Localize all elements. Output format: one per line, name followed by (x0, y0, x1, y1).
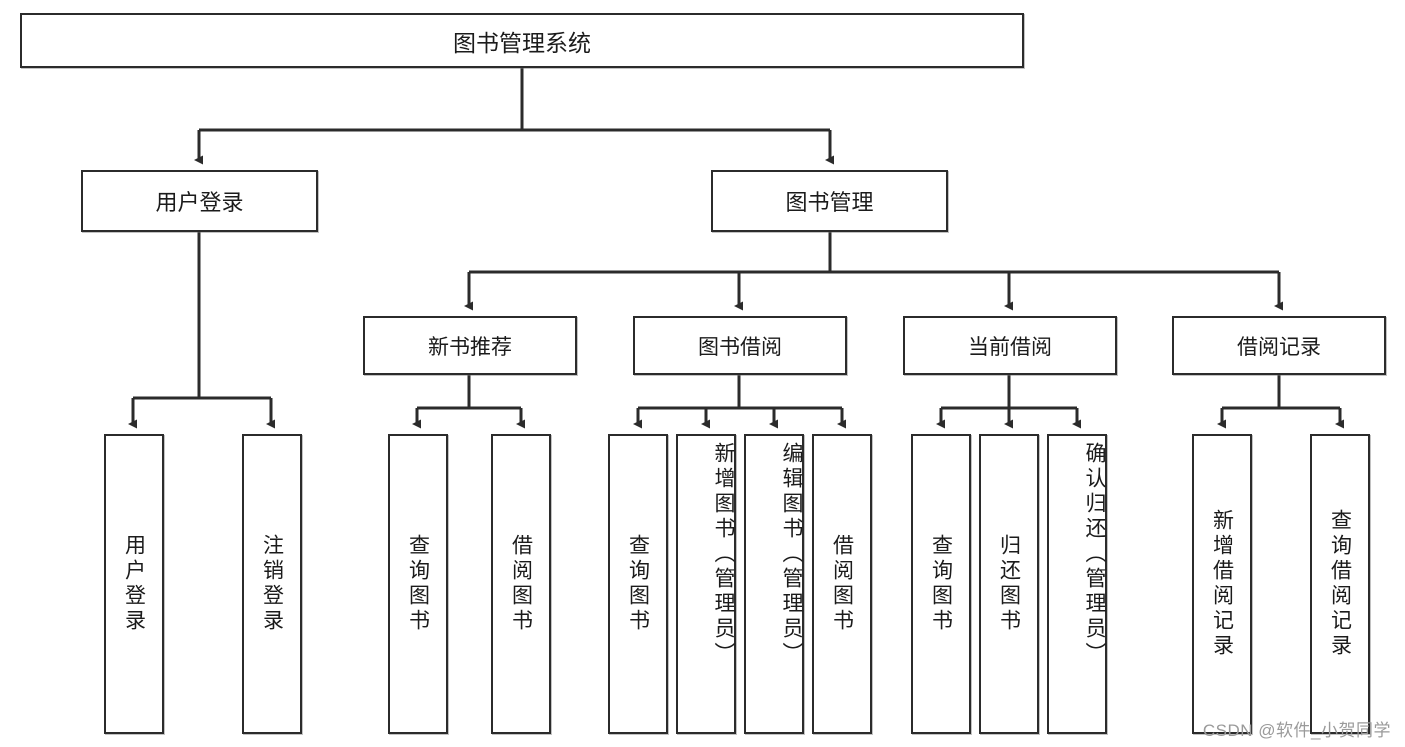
leaf-confirm-return-admin[interactable]: 确认归还（管理员） (1047, 434, 1107, 734)
node-label: 查询图书 (406, 534, 430, 634)
node-label: 编辑图书（管理员） (780, 442, 803, 667)
leaf-borrow-book[interactable]: 借阅图书 (812, 434, 872, 734)
node-label: 用户登录 (155, 190, 244, 215)
node-label: 用户登录 (122, 534, 146, 634)
node-label: 查询借阅记录 (1328, 509, 1352, 659)
node-label: 借阅记录 (1237, 335, 1321, 359)
node-book-borrow[interactable]: 图书借阅 (633, 316, 847, 375)
node-label: 图书管理系统 (453, 29, 591, 56)
node-label: 新书推荐 (428, 335, 512, 359)
leaf-add-borrow-record[interactable]: 新增借阅记录 (1192, 434, 1252, 734)
node-label: 查询图书 (929, 534, 953, 634)
leaf-query-book-recommend[interactable]: 查询图书 (388, 434, 448, 734)
node-root-system[interactable]: 图书管理系统 (20, 13, 1024, 68)
node-label: 归还图书 (997, 534, 1021, 634)
node-label: 图书借阅 (698, 335, 782, 359)
leaf-add-book-admin[interactable]: 新增图书（管理员） (676, 434, 736, 734)
node-user-login[interactable]: 用户登录 (81, 170, 318, 232)
node-new-book-recommend[interactable]: 新书推荐 (363, 316, 577, 375)
leaf-edit-book-admin[interactable]: 编辑图书（管理员） (744, 434, 804, 734)
node-label: 新增图书（管理员） (712, 442, 735, 667)
node-label: 新增借阅记录 (1210, 509, 1234, 659)
node-borrow-record[interactable]: 借阅记录 (1172, 316, 1386, 375)
node-label: 确认归还（管理员） (1083, 442, 1106, 667)
node-label: 查询图书 (626, 534, 650, 634)
node-label: 图书管理 (785, 190, 874, 215)
node-label: 注销登录 (260, 534, 284, 634)
leaf-return-book[interactable]: 归还图书 (979, 434, 1039, 734)
leaf-user-login[interactable]: 用户登录 (104, 434, 164, 734)
node-label: 借阅图书 (509, 534, 533, 634)
leaf-query-book-borrow[interactable]: 查询图书 (608, 434, 668, 734)
node-label: 借阅图书 (830, 534, 854, 634)
node-book-manage[interactable]: 图书管理 (711, 170, 948, 232)
node-label: 当前借阅 (968, 335, 1052, 359)
leaf-query-borrow-record[interactable]: 查询借阅记录 (1310, 434, 1370, 734)
leaf-user-logout[interactable]: 注销登录 (242, 434, 302, 734)
leaf-borrow-book-recommend[interactable]: 借阅图书 (491, 434, 551, 734)
leaf-query-book-current[interactable]: 查询图书 (911, 434, 971, 734)
node-current-borrow[interactable]: 当前借阅 (903, 316, 1117, 375)
csdn-watermark: CSDN @软件_小贺同学 (1202, 721, 1391, 740)
